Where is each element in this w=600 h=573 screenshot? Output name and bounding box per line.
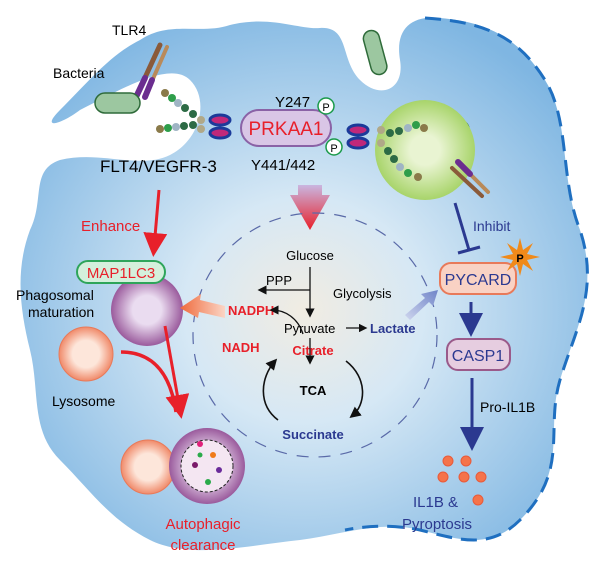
casp1-node (446, 338, 511, 371)
cell-membrane-dashed (344, 16, 589, 542)
tlr4-label: TLR4 (112, 22, 146, 38)
phospho-icon (317, 97, 335, 115)
prkaa1-label: PRKAA1 (249, 119, 324, 140)
phagosome-merge-arrow (163, 325, 190, 419)
casp1-label: CASP1 (452, 348, 505, 365)
green-vesicle (375, 100, 475, 200)
tca-cycle-arrow (262, 358, 279, 421)
nadh-label: NADH (222, 340, 260, 355)
y247-label: Y247 (275, 94, 310, 111)
debris-icon (192, 441, 222, 485)
inhibit-line (453, 202, 471, 251)
succinate-label: Succinate (282, 427, 343, 442)
phospho-icon (325, 138, 343, 156)
glycolysis-label: Glycolysis (333, 286, 392, 301)
enhance-arrow (143, 189, 168, 257)
lactate-label: Lactate (370, 321, 416, 336)
phospho-label: P (330, 143, 337, 155)
glucose-label: Glucose (286, 248, 334, 263)
pyroptosis-label: Pyroptosis (402, 516, 472, 533)
il1b-particles-icon (437, 455, 487, 506)
map1lc3-label: MAP1LC3 (87, 265, 155, 282)
autophagic-label: Autophagic (165, 516, 241, 533)
maturation-label: maturation (28, 304, 94, 320)
pycard-node (439, 262, 517, 295)
nadph-arrow (180, 294, 225, 318)
flt4-receptor-icon (156, 89, 232, 140)
tca-label: TCA (300, 383, 327, 398)
phagosome (111, 274, 183, 346)
phospho-label: P (322, 102, 329, 114)
glycolysis-arrow (405, 290, 438, 320)
pyruvate-label: Pyruvate (284, 321, 335, 336)
inhibit-label: Inhibit (473, 218, 510, 234)
tca-cycle-arrow (345, 360, 364, 418)
autolysosome-lysosome (120, 439, 176, 495)
prkaa1-arrow (290, 185, 330, 230)
tlr4-receptor-icon (134, 42, 169, 100)
phagosomal-label: Phagosomal (16, 287, 94, 303)
autolysosome-inner (180, 439, 234, 493)
prkaa1-node (240, 109, 332, 147)
pro-il1b-label: Pro-IL1B (480, 399, 535, 415)
y441-label: Y441/442 (251, 157, 315, 174)
il1b-label: IL1B & (413, 494, 458, 511)
metabolism-compartment (192, 212, 438, 458)
nadph-label: NADPH (228, 303, 274, 318)
flt4-receptor-icon (346, 121, 490, 198)
phospho-label: P (516, 253, 523, 265)
clearance-label: clearance (170, 537, 235, 554)
ppp-label: PPP (266, 273, 292, 288)
bacteria-label: Bacteria (53, 65, 105, 81)
phospho-star-icon (500, 238, 540, 276)
pycard-label: PYCARD (445, 272, 512, 289)
citrate-label: Citrate (292, 343, 333, 358)
lysosome (58, 326, 114, 382)
nadh-arrow (269, 305, 304, 335)
inhibit-bar (457, 245, 481, 255)
lysosome-label: Lysosome (52, 393, 116, 409)
map1lc3-node (76, 260, 166, 284)
enhance-label: Enhance (81, 218, 140, 235)
flt4-label: FLT4/VEGFR-3 (100, 157, 217, 176)
